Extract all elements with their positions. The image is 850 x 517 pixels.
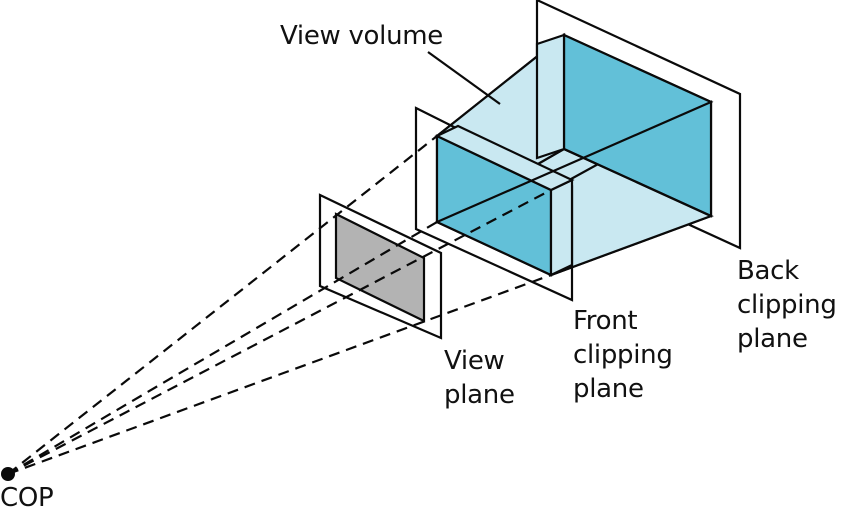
front-plane-slab: [549, 178, 574, 277]
projector-line: [7, 189, 552, 475]
view-window: [334, 212, 426, 323]
cop-point: [1, 467, 15, 481]
label-front-line3: plane: [573, 374, 644, 404]
label-view-plane-line1: View: [444, 346, 505, 376]
projectors: [7, 135, 552, 476]
label-back-line1: Back: [737, 256, 799, 286]
label-front-line2: clipping: [573, 340, 673, 370]
label-back-line2: clipping: [737, 290, 837, 320]
label-view-volume: View volume: [280, 21, 443, 51]
label-back-line3: plane: [737, 324, 808, 354]
view-plane: [318, 193, 443, 340]
projector-line: [7, 273, 552, 476]
label-cop: COP: [0, 483, 53, 513]
projector-line: [7, 221, 438, 475]
frustum-diagonal-edge: [436, 100, 712, 224]
projector-line: [7, 135, 438, 475]
view-volume-leader: [427, 51, 501, 105]
back-plane-slab: [535, 33, 566, 160]
frustum-edge: [563, 147, 712, 218]
label-front-line1: Front: [573, 306, 637, 336]
label-view-plane-line2: plane: [444, 380, 515, 410]
front-slab-top: [434, 124, 575, 192]
